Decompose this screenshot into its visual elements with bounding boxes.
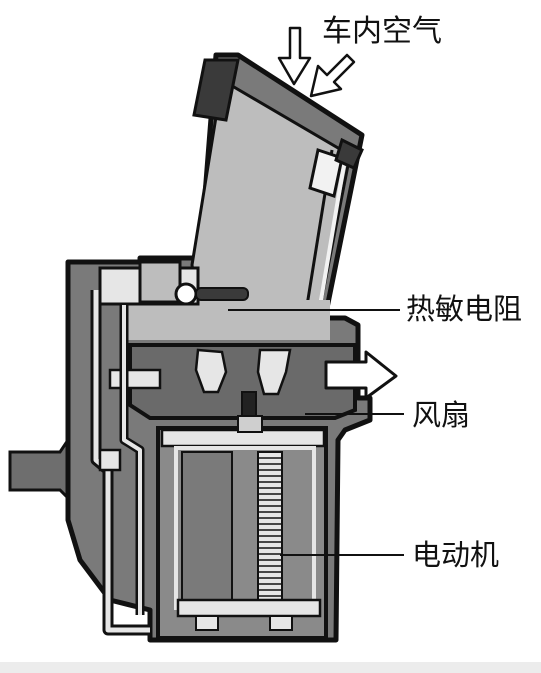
thermistor-sensor [174, 282, 198, 306]
motor-base-foot [269, 615, 293, 631]
duct-right-block-dark [334, 137, 364, 170]
motor-shaft-mount [237, 415, 263, 433]
motor-coil-windings [258, 457, 282, 597]
wire-clip [98, 448, 122, 472]
bottom-strip [0, 662, 541, 673]
duct-right-block [308, 148, 344, 198]
duct-top-block [192, 58, 240, 122]
air-inlet-arrow [309, 53, 356, 98]
thermistor-body [138, 260, 182, 304]
motor-label: 电动机 [412, 538, 500, 572]
air-inlet-arrow [277, 26, 312, 86]
fan-blade [256, 348, 292, 396]
fan-label: 风扇 [412, 398, 471, 432]
motor-base [176, 598, 322, 618]
motor-coil [257, 451, 283, 603]
fan-chamber [128, 343, 357, 420]
fan-blade [194, 348, 228, 394]
motor-base-foot [195, 615, 219, 631]
fan-hub [241, 391, 257, 419]
outlet-arrow [324, 350, 398, 400]
wire-tube [122, 305, 142, 615]
upper-chamber [120, 300, 330, 340]
chamber-inlet [108, 368, 162, 390]
thermistor-label: 热敏电阻 [406, 292, 523, 326]
thermistor-lead [195, 287, 249, 301]
motor-magnet [181, 451, 233, 603]
duct-wall-line [316, 157, 347, 319]
cabin-air-label: 车内空气 [322, 14, 442, 49]
